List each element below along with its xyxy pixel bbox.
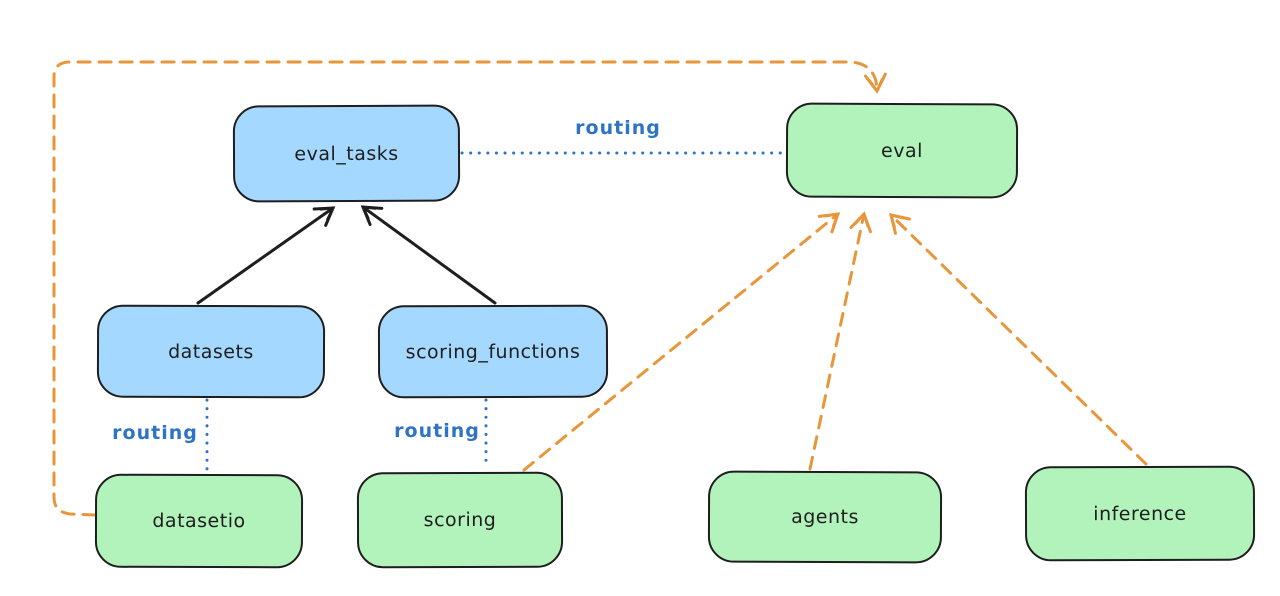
- edge-inference-eval: [888, 213, 1148, 466]
- node-inference-label: inference: [1093, 502, 1187, 525]
- node-agents-label: agents: [791, 505, 859, 529]
- edge-scoring-functions-eval-tasks: [360, 205, 497, 305]
- node-eval-tasks: eval_tasks: [232, 104, 461, 203]
- node-scoring-functions-label: scoring_functions: [405, 340, 581, 363]
- node-agents: agents: [707, 470, 943, 564]
- node-scoring-label: scoring: [423, 508, 497, 532]
- edge-datasets-eval-tasks: [196, 206, 336, 305]
- routing-label-datasets-datasetio: routing: [112, 422, 198, 444]
- node-eval-label: eval: [881, 139, 923, 162]
- edge-scoring-eval: [522, 212, 841, 472]
- node-datasetio: datasetio: [94, 473, 304, 569]
- routing-label-eval-tasks-eval: routing: [575, 117, 661, 139]
- node-scoring: scoring: [356, 471, 564, 569]
- node-datasets: datasets: [96, 304, 326, 399]
- node-scoring-functions: scoring_functions: [377, 304, 609, 399]
- node-eval-tasks-label: eval_tasks: [294, 142, 399, 165]
- edge-agents-eval: [808, 211, 872, 471]
- node-eval: eval: [785, 102, 1019, 199]
- routing-label-scoring-functions-scoring: routing: [394, 420, 480, 442]
- node-datasets-label: datasets: [168, 340, 254, 363]
- node-inference: inference: [1024, 465, 1256, 562]
- edge-datasetio-eval: [52, 60, 887, 517]
- node-datasetio-label: datasetio: [152, 509, 246, 533]
